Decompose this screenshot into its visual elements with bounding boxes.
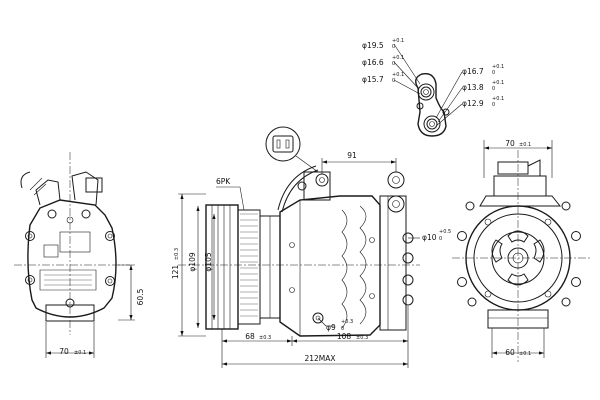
fitting-phi15-7-tol-upper: +0.1 bbox=[392, 72, 404, 78]
dim-70-left-label: 70 bbox=[59, 347, 69, 356]
dim-60-tol: ±0.1 bbox=[519, 351, 531, 357]
fitting-detail: φ19.5 +0.1 0 φ16.6 +0.1 0 φ15.7 +0.1 0 φ… bbox=[362, 38, 504, 137]
connector-detail bbox=[265, 126, 319, 173]
hole-phi10-tol-lower: 0 bbox=[439, 236, 442, 242]
dim-108-label: 108 bbox=[337, 332, 352, 341]
dim-phi109-label: φ109 bbox=[188, 252, 197, 271]
right-end-view: 70 ±0.1 bbox=[452, 139, 590, 362]
fitting-phi16-7-tol-lower: 0 bbox=[492, 70, 495, 76]
hole-phi9-label: φ9 bbox=[326, 323, 336, 332]
fitting-phi13-8-tol-lower: 0 bbox=[492, 86, 495, 92]
dim-70-right-label: 70 bbox=[505, 139, 515, 148]
center-front-view: 6PK 121 ±0.3 φ109 φ105 91 φ10 +0.5 0 φ9 bbox=[171, 151, 451, 368]
left-side-view: 60.5 70 ±0.1 bbox=[14, 152, 145, 358]
fitting-phi19-5-tol-lower: 0 bbox=[392, 44, 395, 50]
hole-phi9-tol-upper: +0.3 bbox=[341, 319, 353, 325]
dim-70-left-tol: ±0.1 bbox=[74, 350, 86, 356]
dim-121-label: 121 bbox=[171, 265, 180, 280]
fitting-phi15-7-tol-lower: 0 bbox=[392, 78, 395, 84]
dim-60-label: 60 bbox=[505, 348, 515, 357]
fitting-phi19-5-label: φ19.5 bbox=[362, 41, 384, 50]
dim-70-right-tol: ±0.1 bbox=[519, 142, 531, 148]
fitting-phi12-9-tol-upper: +0.1 bbox=[492, 96, 504, 102]
hole-phi10-label: φ10 bbox=[422, 233, 437, 242]
dim-68-label: 68 bbox=[245, 332, 255, 341]
fitting-phi12-9-label: φ12.9 bbox=[462, 99, 484, 108]
fitting-phi13-8-label: φ13.8 bbox=[462, 83, 484, 92]
hole-phi10-tol-upper: +0.5 bbox=[439, 229, 451, 235]
fitting-phi16-6-tol-upper: +0.1 bbox=[392, 55, 404, 61]
fitting-phi16-6-label: φ16.6 bbox=[362, 58, 384, 67]
hole-phi9-tol-lower: 0 bbox=[341, 326, 344, 332]
dim-108-tol: ±0.3 bbox=[356, 335, 368, 341]
dim-phi105-label: φ105 bbox=[204, 252, 213, 271]
dim-212max-label: 212MAX bbox=[304, 354, 335, 363]
dim-91-label: 91 bbox=[347, 151, 357, 160]
fitting-phi15-7-label: φ15.7 bbox=[362, 75, 384, 84]
dim-68-tol: ±0.3 bbox=[259, 335, 271, 341]
fitting-phi16-6-tol-lower: 0 bbox=[392, 61, 395, 67]
fitting-phi16-7-label: φ16.7 bbox=[462, 67, 484, 76]
fitting-phi12-9-tol-lower: 0 bbox=[492, 102, 495, 108]
fitting-phi13-8-tol-upper: +0.1 bbox=[492, 80, 504, 86]
pulley-6pk-label: 6PK bbox=[216, 177, 231, 186]
dim-60-5-label: 60.5 bbox=[136, 288, 145, 305]
dim-121-tol: ±0.3 bbox=[174, 248, 180, 260]
fitting-phi16-7-tol-upper: +0.1 bbox=[492, 64, 504, 70]
fitting-phi19-5-tol-upper: +0.1 bbox=[392, 38, 404, 44]
